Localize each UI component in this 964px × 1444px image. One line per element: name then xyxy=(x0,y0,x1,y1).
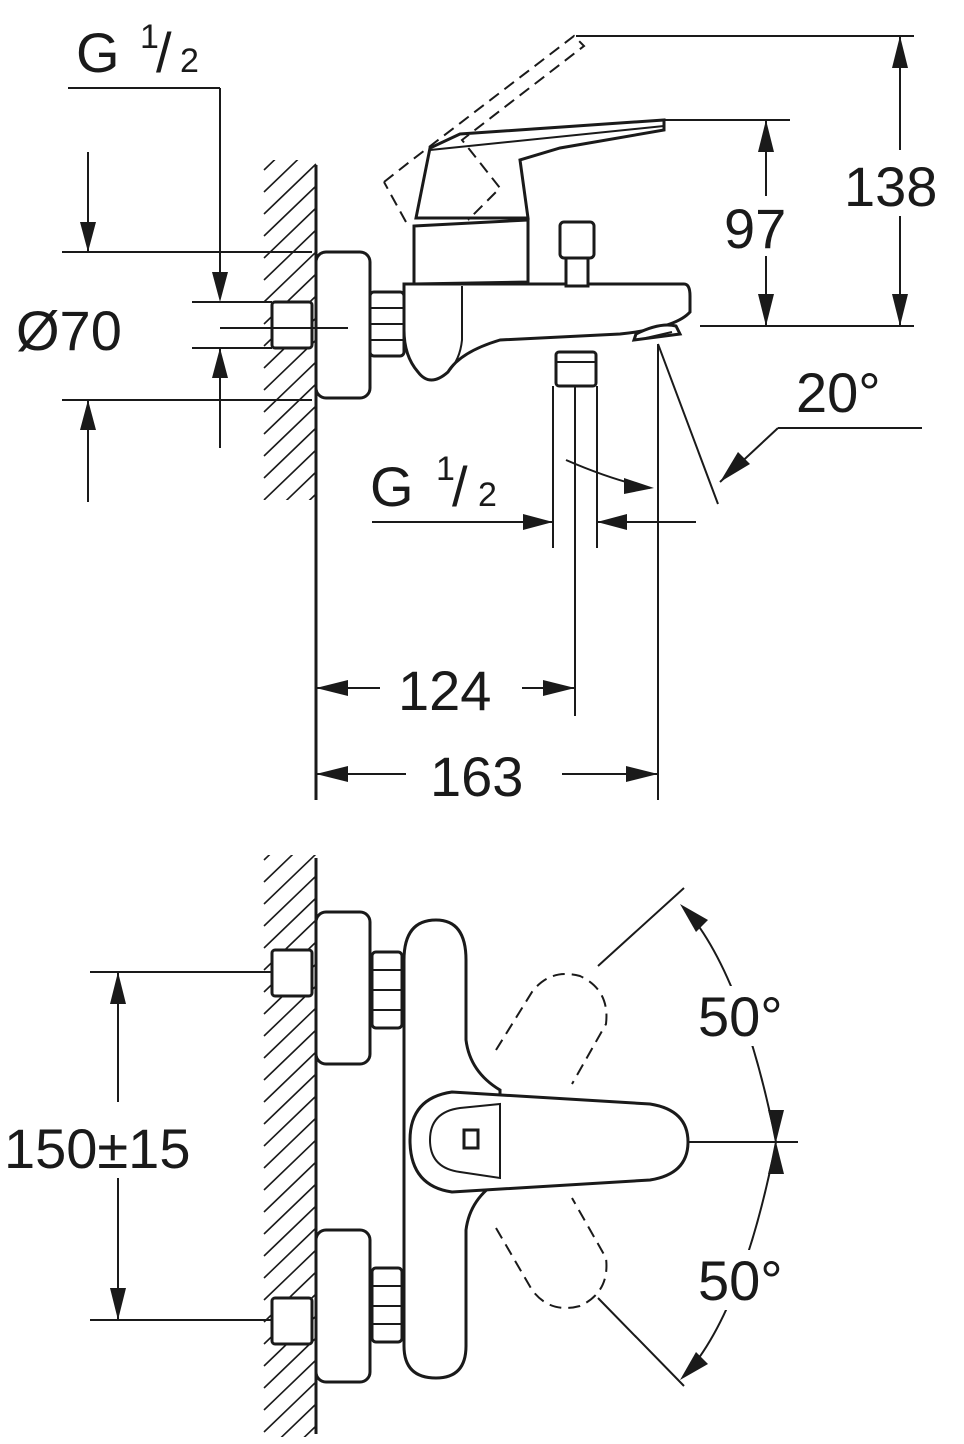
hatch-line xyxy=(263,1139,317,1191)
hatch-line xyxy=(263,1359,317,1411)
outlet-thread-num: 1 xyxy=(436,450,455,488)
hatch-line xyxy=(263,185,317,237)
hatch-line xyxy=(263,1337,317,1389)
hatch-line xyxy=(263,1095,317,1147)
hatch-line xyxy=(263,449,317,500)
wall-connection xyxy=(270,250,406,400)
hatch-line xyxy=(263,1381,317,1433)
hatch-line xyxy=(308,493,317,500)
outlet-thread-den: 2 xyxy=(478,476,497,514)
diameter-label: Ø70 xyxy=(16,299,122,362)
hatch-line xyxy=(303,1425,317,1437)
hatch-line xyxy=(263,855,317,905)
hatch-line xyxy=(263,855,271,861)
upper-connection xyxy=(270,910,404,1066)
depth-outlet-label: 124 xyxy=(398,659,491,722)
height-total-label: 138 xyxy=(844,155,937,218)
hatch-line xyxy=(263,163,317,215)
inlet-thread-den: 2 xyxy=(180,42,199,80)
hatch-line xyxy=(263,361,317,413)
hatch-line xyxy=(263,207,317,259)
wall-hatching-top xyxy=(263,160,317,500)
svg-text:/: / xyxy=(156,21,172,84)
hatch-line xyxy=(263,1205,317,1257)
hatch-line xyxy=(263,1051,317,1103)
hatch-line xyxy=(263,427,317,479)
wall-top xyxy=(263,160,318,800)
hatch-line xyxy=(263,1029,317,1081)
spout-angle-label: 20° xyxy=(796,361,881,424)
hatch-line xyxy=(280,1403,317,1437)
wall-bottom xyxy=(263,855,318,1437)
outlet-thread-main: G xyxy=(370,455,414,518)
hatch-line xyxy=(263,1073,317,1125)
inlet-thread-main: G xyxy=(76,21,120,84)
hatch-line xyxy=(263,160,276,171)
hatch-line xyxy=(263,1183,317,1235)
hatch-line xyxy=(263,897,317,949)
hatch-line xyxy=(263,1117,317,1169)
center-distance-label: 150±15 xyxy=(4,1117,190,1180)
lower-connection xyxy=(270,1228,404,1384)
inlet-thread-num: 1 xyxy=(140,18,159,56)
hatch-line xyxy=(263,405,317,457)
hatch-line xyxy=(263,251,317,303)
svg-text:/: / xyxy=(452,455,468,518)
hatch-line xyxy=(263,383,317,435)
height-spout-label: 97 xyxy=(724,197,786,260)
side-view: Ø70 G 1 / 2 138 97 20° xyxy=(16,18,958,808)
inlet-thread-label: G 1 / 2 xyxy=(76,18,199,84)
hatch-line xyxy=(263,160,299,193)
outlet-thread-label: G 1 / 2 xyxy=(370,450,497,518)
wall-hatching-bottom xyxy=(263,855,317,1437)
mixer-body xyxy=(383,34,692,388)
hatch-line xyxy=(263,1161,317,1213)
hatch-line xyxy=(263,1227,317,1279)
front-view: 150±15 50° 50° xyxy=(4,855,808,1437)
hatch-line xyxy=(263,229,317,281)
depth-total-label: 163 xyxy=(430,745,523,808)
hatch-line xyxy=(263,1007,317,1059)
lever-angle-down-label: 50° xyxy=(698,1249,783,1312)
mixer-body-front xyxy=(402,918,690,1380)
hatch-line xyxy=(285,471,317,500)
lever-angle-up-label: 50° xyxy=(698,985,783,1048)
hatch-line xyxy=(263,1249,317,1301)
hatch-line xyxy=(263,875,317,927)
hatch-line xyxy=(263,855,294,883)
